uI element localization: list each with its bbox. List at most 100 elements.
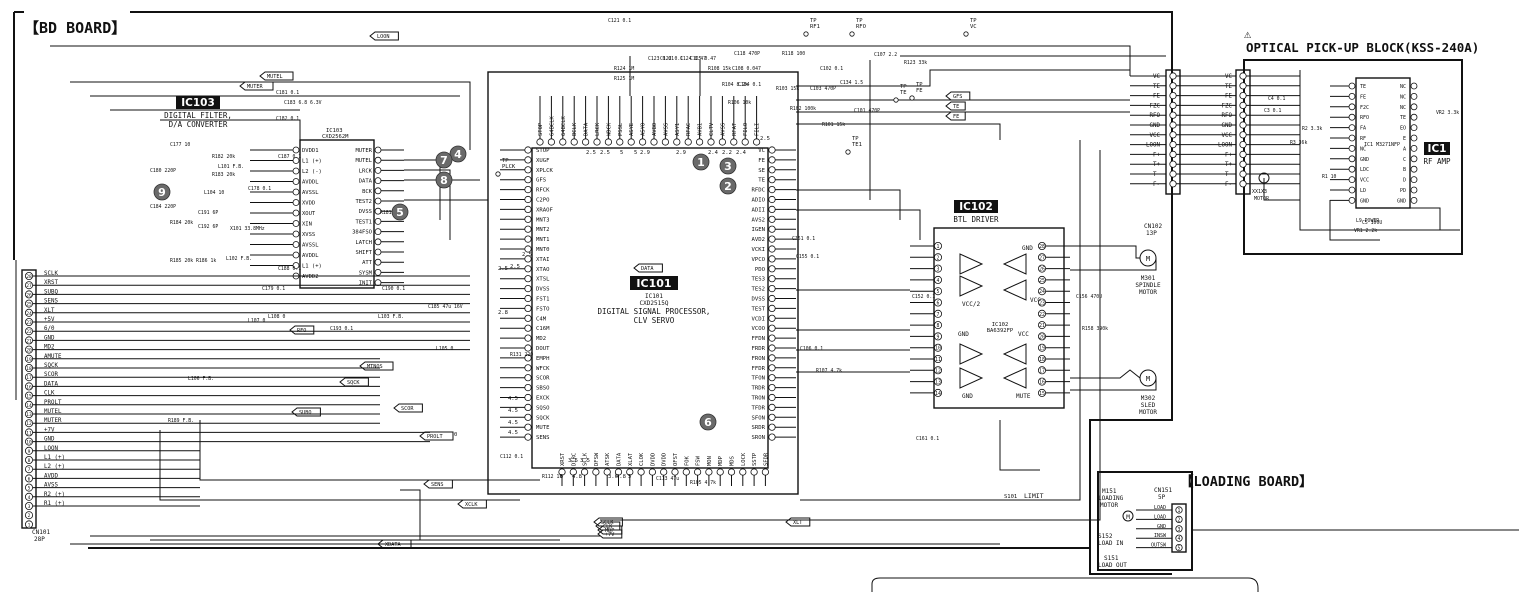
ic103-right-pin-label: MUTER [355, 148, 372, 154]
ic101-left-pin [524, 284, 532, 293]
voltage-label: 2.5 [586, 150, 596, 156]
cn101-pin-num: 20 [26, 348, 32, 354]
ic1-right-pin [1410, 186, 1418, 194]
ic101-left-pins: STOPXUGFXPLCKGFSRFCKC2POXRAOFMNT3MNT2MNT… [500, 146, 553, 441]
ic1-right-pin [1410, 93, 1418, 100]
cn102-pin-label: FZC [1150, 103, 1161, 109]
cn101-pin-label: L1 (+) [44, 455, 65, 461]
signal-tag-label: DATA [641, 266, 654, 272]
cn102-pin-label: T- [1153, 172, 1160, 178]
voltage-label: 5 [628, 474, 631, 480]
ic1-right-pin-label: A [1403, 146, 1406, 152]
signal-tag-label: GFS [953, 94, 962, 100]
m301-ref: M301 [1141, 275, 1156, 282]
component-value: R104 8.2k [722, 82, 748, 88]
ic101-right-pin [768, 186, 776, 194]
ic102-right-pin [1038, 309, 1047, 318]
component-value: X101 33.8MHz [230, 226, 265, 232]
cn101-pin-num: 3 [28, 504, 31, 510]
cn101-pin [24, 409, 33, 418]
test-point-prefix: TP [856, 18, 863, 24]
ic102-amplifiers [959, 253, 1027, 389]
component-value: R131 220 [510, 352, 533, 358]
cn102-pin [1169, 131, 1177, 139]
cn101-pin [24, 363, 33, 372]
motor-m302: M [1139, 369, 1157, 387]
ic101-left-pin-label: C4M [536, 316, 547, 322]
ic101-left-pin-label: MNT0 [536, 247, 549, 253]
ic103-right-pin [374, 166, 382, 174]
ic103-desc1: DIGITAL FILTER, [164, 111, 232, 120]
ic1-left-pin [1348, 176, 1356, 184]
ic101-left-pin-label: XRAOF [536, 207, 553, 213]
ic1-right-pin-label: E [1403, 136, 1406, 142]
cn102-pin [1169, 150, 1177, 158]
component-value: R106 10k [728, 100, 751, 106]
voltage-label: 2.5 [498, 266, 508, 272]
cn101-pin [24, 354, 33, 363]
ic1-left-pin-label: FE [1360, 94, 1366, 100]
component-value: C121 0.1 [608, 18, 631, 24]
wire [50, 45, 1131, 76]
ic101-top-pin [650, 138, 658, 146]
cn102-pin-label: TE [1153, 84, 1160, 90]
component-value: R107 4.7k [816, 368, 842, 374]
ic103-left-pin [292, 178, 300, 185]
ic101-right-pin-label: VCDI [752, 316, 765, 322]
ic103-left-pin-label: L1 (+) [302, 264, 322, 270]
wiring [50, 45, 1460, 545]
cn102-pin [1169, 121, 1177, 129]
s151-label: LOAD OUT [1098, 562, 1127, 569]
cn102-pin-label: F- [1153, 182, 1160, 188]
cn101-pin-label: +5V [44, 317, 55, 323]
ic1-tag: IC1 [1428, 143, 1447, 155]
ic1-right-pin-label: GND [1397, 198, 1406, 204]
ic1-right-pin-label: TE [1400, 115, 1406, 121]
ic101-top-pin-label: 64BCLK [549, 115, 555, 136]
ic101-top-pin-label: BCLK [572, 122, 578, 136]
ic102-left-pin [934, 321, 943, 330]
ic101-bottom-pin-label: FOK [684, 455, 690, 466]
ic103-left-pin [292, 220, 300, 227]
component-value: R124 1M [614, 66, 634, 72]
ic101-top-pin [593, 138, 601, 146]
motor-m301: M [1139, 249, 1157, 267]
ic101-right-pin-label: TES2 [752, 287, 765, 293]
signal-tag-label: XDATA [385, 542, 401, 548]
ic102-gnd-bot: GND [962, 393, 973, 400]
ic101-left-pin-label: MD2 [536, 336, 546, 342]
optical-connector-label: FE [1225, 94, 1232, 100]
reference-badge [391, 203, 409, 221]
component-value: L103 F.B. [378, 314, 404, 320]
signal-tag-label: MDP [605, 528, 614, 534]
cn101-pin-label: L2 (+) [44, 464, 65, 470]
ic103-right-pin-label: DATA [359, 179, 373, 185]
cn102-label: CN102 [1144, 223, 1162, 230]
ic1-left-pin-label: LDC [1360, 167, 1369, 173]
ic101-top-pin-label: ASYO [641, 123, 647, 136]
optical-connector-body [1235, 69, 1251, 195]
cn151-pin-num: 3 [1178, 527, 1181, 533]
component-value: L102 F.B. [226, 256, 252, 262]
ic101-top-pin [638, 138, 647, 146]
cn151-pin [1175, 534, 1183, 542]
component-value: R108 15k [708, 66, 731, 72]
cn101-pin [24, 317, 33, 326]
signal-tag-label: SENS [431, 482, 444, 488]
ic103-tag-bg [176, 96, 220, 109]
limit-label: LIMIT [1024, 492, 1044, 500]
ic102-left-pin-num: 8 [937, 323, 940, 329]
ic102-left-pin-num: 12 [935, 368, 941, 374]
wire [1070, 378, 1157, 391]
cn101-pin-num: 18 [26, 366, 32, 372]
ic102-right-pin [1038, 366, 1047, 375]
ic103-left-pin-label: L2 (-) [302, 169, 322, 175]
cn101-pin-label: SQCK [44, 363, 58, 369]
reference-badge-number: 8 [440, 174, 448, 187]
ic103-right-pin [374, 228, 382, 236]
ic102-left-pin [934, 366, 943, 375]
voltage-label: 4.5 [508, 420, 518, 426]
ic103-right-pin [374, 238, 382, 246]
cn101-pin-num: 21 [26, 338, 32, 344]
